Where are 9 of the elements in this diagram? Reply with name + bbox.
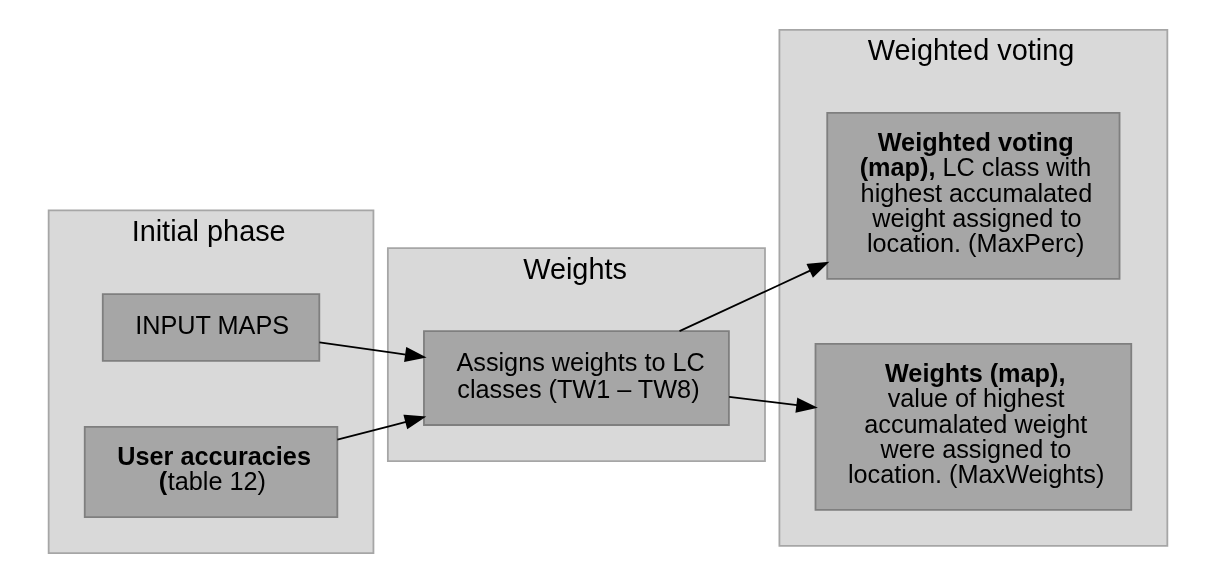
node-box: Assigns weights to LC classes (TW1 – TW8) — [423, 330, 730, 426]
arrow — [678, 261, 830, 333]
node-box: Weighted voting (map), LC class with highest accumalated weight assigned to location. (MaxPerc) — [826, 111, 1121, 280]
node-box: Weights (map), value of highest accumalated weight were assigned to location. (MaxWeights) — [814, 342, 1133, 511]
arrow — [318, 341, 427, 362]
arrow — [728, 395, 818, 413]
node-box: INPUT MAPS — [101, 293, 321, 362]
arrow — [336, 414, 427, 441]
node-box: User accuracies (table 12) — [83, 425, 339, 518]
